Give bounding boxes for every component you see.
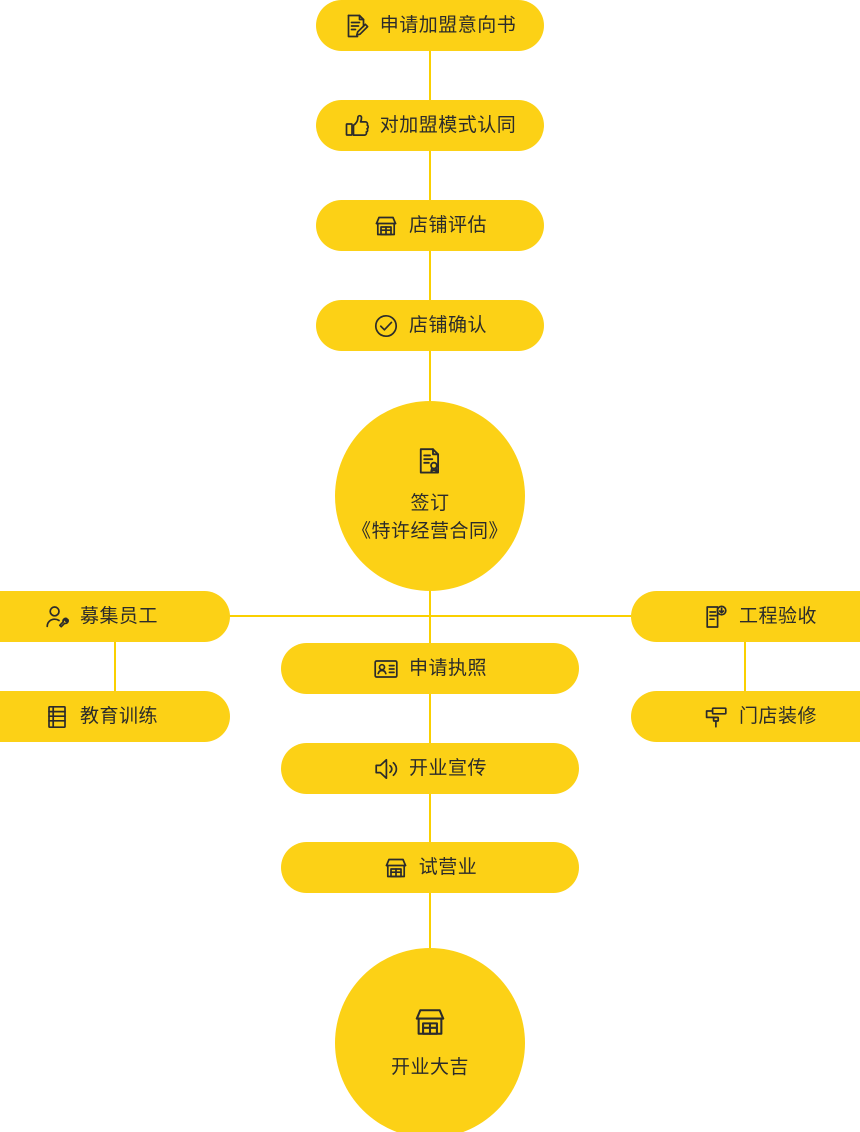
storefront-icon bbox=[383, 855, 409, 881]
contract-seal-icon bbox=[415, 446, 445, 476]
node-store-renovation[interactable]: 门店装修 bbox=[631, 691, 860, 742]
node-store-confirmation[interactable]: 店铺确认 bbox=[316, 300, 544, 351]
id-card-icon bbox=[373, 656, 399, 682]
node-label: 店铺评估 bbox=[408, 215, 487, 236]
storefront-icon bbox=[373, 213, 399, 239]
paint-roller-icon bbox=[703, 704, 729, 730]
connector-right-rail bbox=[429, 615, 637, 617]
connector-n8-n9 bbox=[429, 892, 431, 948]
document-check-icon bbox=[703, 604, 729, 630]
book-lines-icon bbox=[44, 704, 70, 730]
node-label: 开业宣传 bbox=[408, 758, 487, 779]
node-label-line2: 《特许经营合同》 bbox=[351, 521, 508, 542]
node-label: 募集员工 bbox=[79, 606, 158, 627]
node-label: 申请执照 bbox=[408, 658, 487, 679]
node-label: 教育训练 bbox=[79, 706, 158, 727]
document-pencil-icon bbox=[344, 13, 370, 39]
connector-n7-n8 bbox=[429, 793, 431, 843]
node-construction-acceptance[interactable]: 工程验收 bbox=[631, 591, 860, 642]
node-label: 试营业 bbox=[418, 857, 478, 878]
node-label-line1: 签订 bbox=[410, 493, 450, 515]
connector-n3-n4 bbox=[429, 251, 431, 301]
thumbs-up-icon bbox=[344, 113, 370, 139]
node-label: 开业大吉 bbox=[390, 1057, 469, 1079]
speaker-icon bbox=[373, 756, 399, 782]
connector-n4-n5 bbox=[429, 351, 431, 403]
node-label: 店铺确认 bbox=[408, 315, 487, 336]
node-grand-opening[interactable]: 开业大吉 bbox=[335, 948, 525, 1132]
node-label: 门店装修 bbox=[738, 706, 817, 727]
check-circle-icon bbox=[373, 313, 399, 339]
node-label: 申请加盟意向书 bbox=[379, 15, 517, 36]
user-wrench-icon bbox=[44, 604, 70, 630]
node-label: 对加盟模式认同 bbox=[379, 115, 517, 136]
connector-n1-n2 bbox=[429, 50, 431, 102]
node-trial-operation[interactable]: 试营业 bbox=[281, 842, 579, 893]
node-sign-franchise-contract[interactable]: 签订 《特许经营合同》 bbox=[335, 401, 525, 591]
connector-r1-r2 bbox=[744, 641, 746, 691]
node-apply-intent-letter[interactable]: 申请加盟意向书 bbox=[316, 0, 544, 51]
node-education-training[interactable]: 教育训练 bbox=[0, 691, 230, 742]
node-recruit-staff[interactable]: 募集员工 bbox=[0, 591, 230, 642]
storefront-icon bbox=[412, 1004, 448, 1040]
connector-n6-n7 bbox=[429, 693, 431, 743]
connector-n2-n3 bbox=[429, 151, 431, 201]
node-agree-franchise-model[interactable]: 对加盟模式认同 bbox=[316, 100, 544, 151]
connector-l1-l2 bbox=[114, 641, 116, 691]
node-label: 工程验收 bbox=[738, 606, 817, 627]
connector-left-rail bbox=[225, 615, 431, 617]
node-store-evaluation[interactable]: 店铺评估 bbox=[316, 200, 544, 251]
node-opening-promotion[interactable]: 开业宣传 bbox=[281, 743, 579, 794]
node-apply-license[interactable]: 申请执照 bbox=[281, 643, 579, 694]
